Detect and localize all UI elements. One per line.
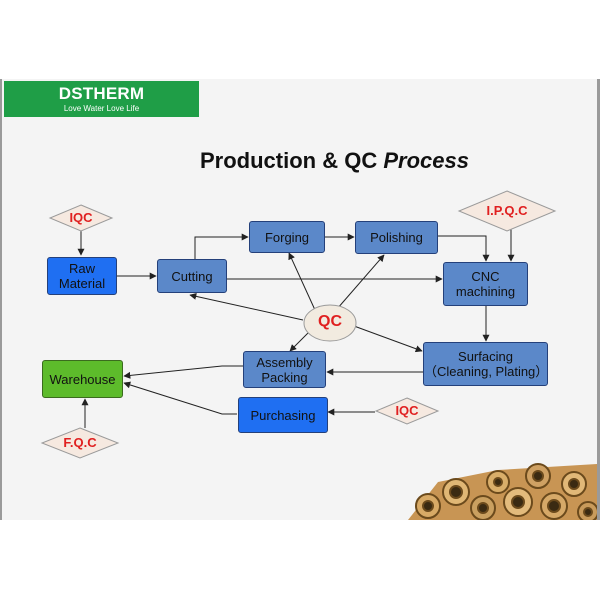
arrow-qc-to-polishing	[336, 254, 385, 310]
surfacing-line2: （Cleaning, Plating）	[424, 364, 549, 379]
page-title: Production & QC Process	[200, 148, 469, 174]
iqc-bottom-diamond	[374, 397, 440, 425]
fqc-diamond	[40, 427, 120, 459]
brass-fittings-photo	[388, 462, 597, 520]
purchasing-node: Purchasing	[238, 397, 328, 433]
brand-banner: DSTHERM Love Water Love Life	[4, 81, 199, 117]
arrow-qc-to-surfacing	[353, 325, 423, 353]
cutting-node: Cutting	[157, 259, 227, 293]
forging-label: Forging	[264, 229, 310, 245]
arrow-qc-to-assembly	[289, 332, 309, 352]
qc-label: QC	[318, 313, 342, 330]
cnc-line2: machining	[455, 284, 516, 299]
arrow-assembly-to-warehouse	[123, 365, 243, 379]
raw-material-line1: Raw	[68, 261, 95, 276]
iqc-top-diamond	[48, 204, 114, 232]
title-emphasis: Process	[383, 148, 469, 173]
surfacing-node: Surfacing（Cleaning, Plating）	[423, 342, 548, 386]
qc-ellipse	[303, 304, 357, 342]
assembly-line1: Assembly	[256, 354, 313, 370]
surfacing-line1: Surfacing	[458, 349, 513, 364]
fqc-label: F.Q.C	[63, 435, 97, 450]
iqc-bottom-label: IQC	[395, 403, 419, 418]
ipqc-diamond	[457, 190, 557, 232]
brass-fittings-illustration	[388, 462, 597, 520]
arrow-purchasing-to-warehouse	[123, 381, 237, 415]
arrow-polishing-to-cnc	[438, 235, 490, 262]
forging-node: Forging	[249, 221, 325, 253]
warehouse-label: Warehouse	[49, 371, 116, 387]
purchasing-label: Purchasing	[250, 407, 316, 423]
arrow-cutting-to-forging	[194, 233, 249, 259]
polishing-node: Polishing	[355, 221, 438, 254]
brand-name: DSTHERM	[58, 84, 145, 103]
warehouse-node: Warehouse	[42, 360, 123, 398]
arrow-qc-to-cutting	[189, 292, 304, 321]
polishing-label: Polishing	[370, 230, 423, 245]
cnc-line1: CNC	[471, 269, 500, 284]
assembly-line2: Packing	[261, 369, 308, 385]
slide-left-border	[0, 79, 2, 520]
title-main: Production & QC	[200, 148, 384, 173]
ipqc-label: I.P.Q.C	[486, 203, 528, 218]
brand-tagline: Love Water Love Life	[63, 104, 140, 113]
arrow-qc-to-forging	[288, 252, 316, 311]
iqc-top-label: IQC	[69, 210, 93, 225]
slide-right-border	[597, 79, 600, 520]
cutting-label: Cutting	[171, 268, 213, 284]
raw-material-line2: Material	[58, 276, 106, 291]
